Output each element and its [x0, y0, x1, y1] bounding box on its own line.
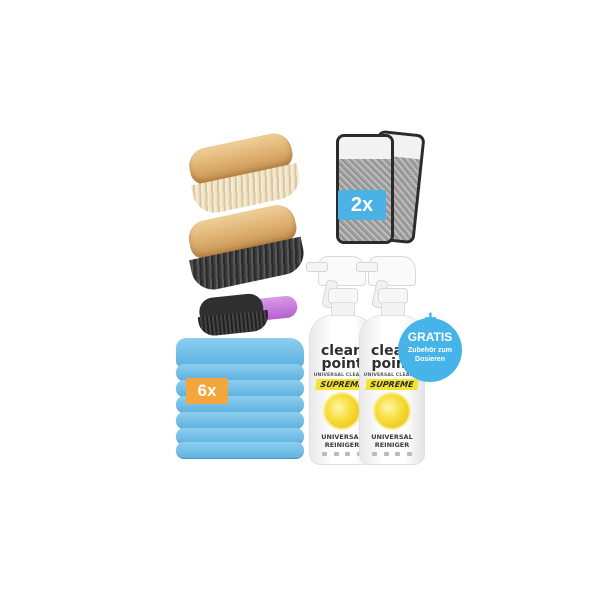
sponge-front — [336, 134, 394, 244]
brush-small-purple — [194, 289, 302, 344]
promo-text: Zubehör zum Dosieren — [408, 347, 452, 363]
towels-quantity-text: 6x — [197, 381, 217, 400]
variant-label: SUPREME — [365, 379, 419, 390]
product-line-1: UNIVERSAL — [321, 433, 363, 441]
spray-nozzle — [356, 262, 378, 272]
spray-bottle-2: clean point UNIVERSAL CLEANER SUPREME UN… — [356, 250, 446, 470]
product-line-2: REINIGER — [374, 441, 410, 449]
spray-nozzle — [306, 262, 328, 272]
brand-line-2: point — [321, 356, 363, 372]
towels-quantity-badge: 6x — [186, 378, 228, 404]
gratis-promo-badge: + GRATIS Zubehör zum Dosieren — [398, 306, 462, 382]
brand-line-1: clean — [320, 343, 363, 359]
sponge-scrub-layer — [339, 137, 391, 159]
towel — [176, 338, 304, 366]
bottle-subtitle: UNIVERSAL CLEANER — [363, 373, 421, 378]
certification-icons — [322, 452, 362, 456]
bottle-subtitle: UNIVERSAL CLEANER — [313, 373, 371, 378]
towel — [176, 364, 304, 380]
promo-title: GRATIS — [407, 330, 453, 344]
lemon-icon — [325, 394, 359, 428]
sponges-quantity-badge: 2x — [338, 190, 386, 220]
towel — [176, 442, 304, 458]
product-line-1: UNIVERSAL — [371, 433, 413, 441]
sponges-quantity-text: 2x — [350, 193, 374, 216]
towel — [176, 428, 304, 444]
plus-icon: + — [424, 306, 437, 331]
towel — [176, 412, 304, 428]
certification-icons — [372, 452, 412, 456]
lemon-icon — [375, 394, 409, 428]
product-line-2: REINIGER — [324, 441, 360, 449]
